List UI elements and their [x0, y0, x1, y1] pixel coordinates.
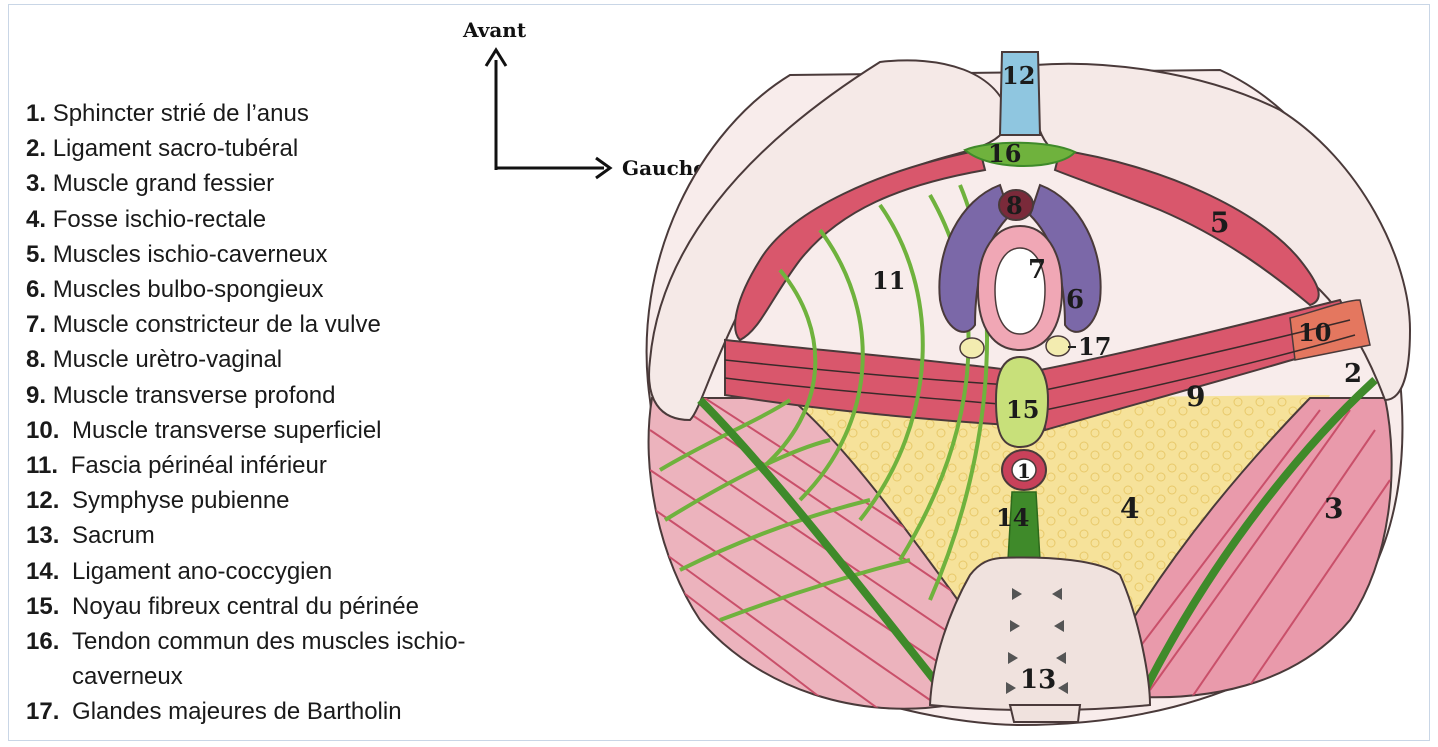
orientation-arrows	[486, 50, 610, 178]
label-7: 7	[1028, 255, 1046, 285]
label-14: 14	[996, 503, 1029, 532]
bartholin-gland-right	[1046, 336, 1070, 356]
label-13: 13	[1020, 665, 1056, 695]
label-16: 16	[988, 139, 1021, 168]
label-15: 15	[1006, 395, 1039, 424]
label-6: 6	[1066, 285, 1084, 315]
label-17: 17	[1078, 332, 1111, 361]
label-3: 3	[1324, 492, 1343, 525]
label-8: 8	[1006, 191, 1023, 220]
label-11: 11	[872, 266, 905, 295]
label-2: 2	[1344, 359, 1362, 389]
label-1: 1	[1017, 459, 1031, 483]
bartholin-gland-left	[960, 338, 984, 358]
coccyx	[1010, 705, 1080, 722]
label-5: 5	[1210, 206, 1229, 239]
label-12: 12	[1002, 61, 1035, 90]
label-4: 4	[1120, 492, 1139, 525]
label-9: 9	[1186, 380, 1205, 413]
label-10: 10	[1298, 318, 1331, 347]
